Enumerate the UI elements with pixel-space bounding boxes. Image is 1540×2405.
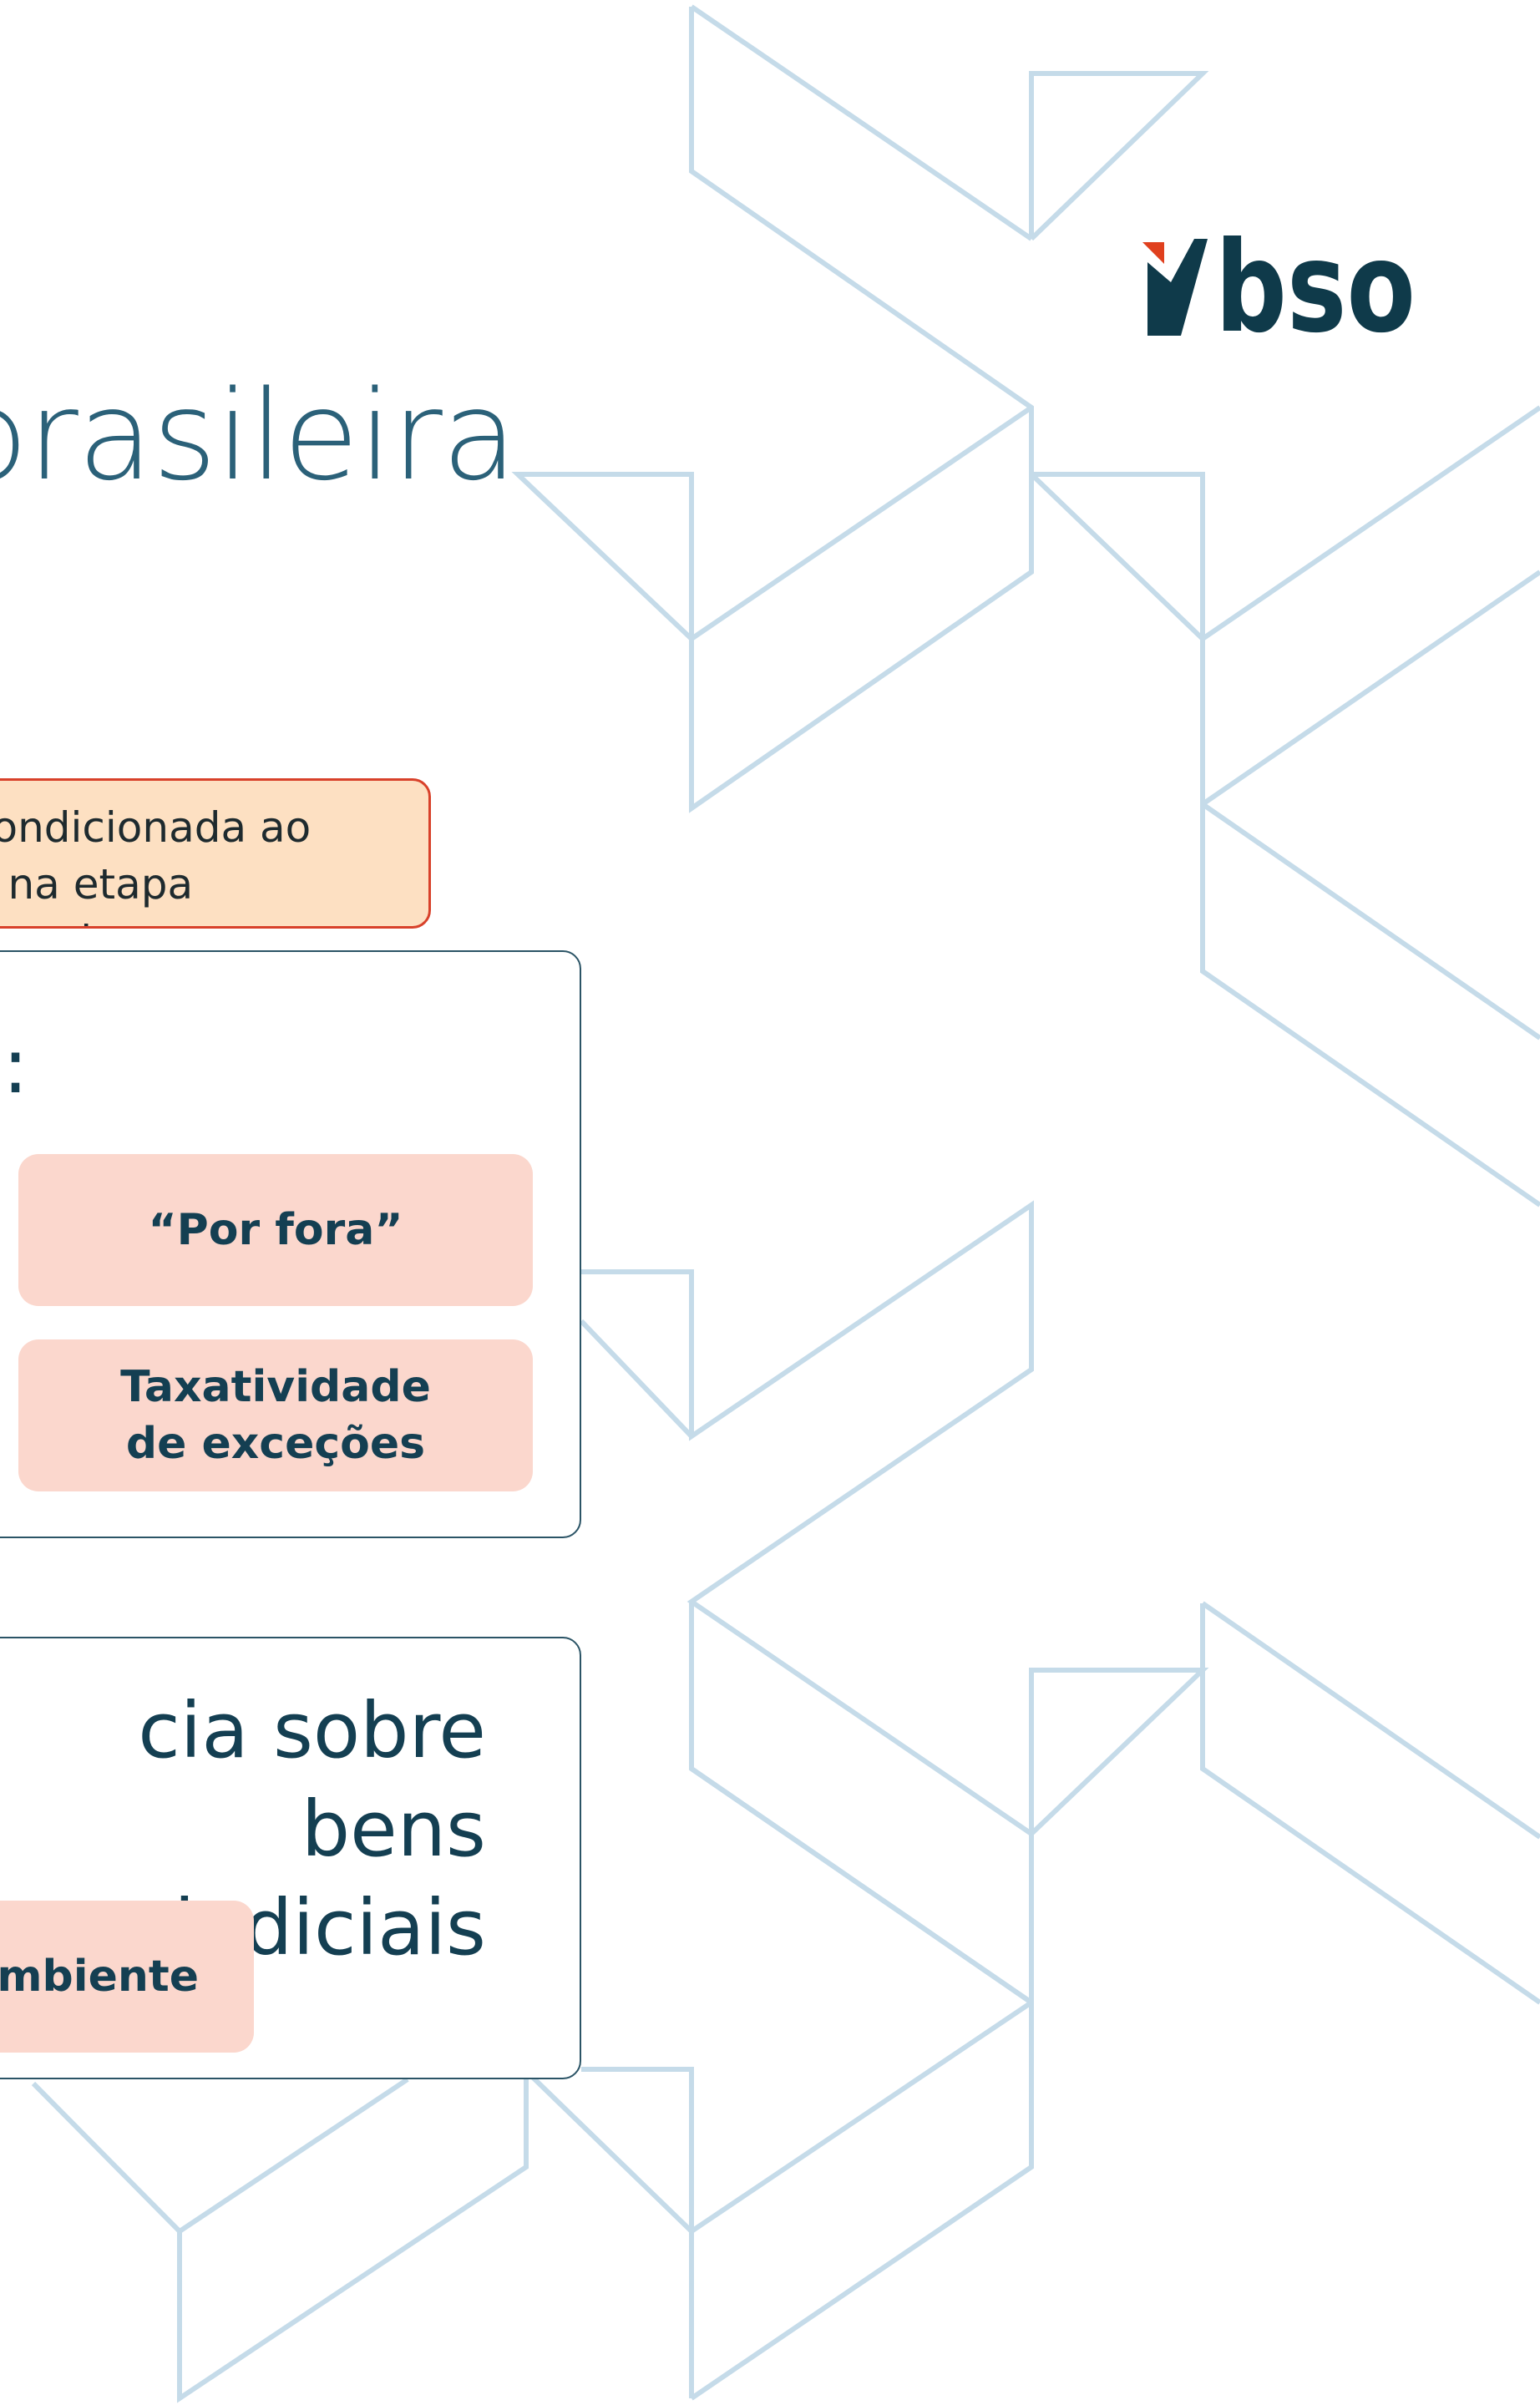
logo-mark-icon bbox=[1142, 239, 1208, 336]
svg-text:bso: bso bbox=[1215, 215, 1416, 337]
chip-por-fora: “Por fora” bbox=[18, 1154, 533, 1306]
chip-taxatividade: Taxatividade de exceções bbox=[18, 1339, 533, 1491]
panel-2: cia sobre bens ejudiciais ambiente bbox=[0, 1637, 581, 2079]
chip-ambiente: ambiente bbox=[0, 1901, 254, 2053]
note-text: condicionada ao o na etapa anterior bbox=[0, 803, 312, 926]
panel-1: al: “Por fora” Taxatividade de exceções bbox=[0, 950, 581, 1538]
panel-1-heading: al: bbox=[0, 1021, 28, 1111]
logo-wordmark-icon: bso bbox=[1215, 215, 1416, 337]
note-box: condicionada ao o na etapa anterior bbox=[0, 778, 431, 929]
page-title: brasileira bbox=[0, 364, 518, 508]
